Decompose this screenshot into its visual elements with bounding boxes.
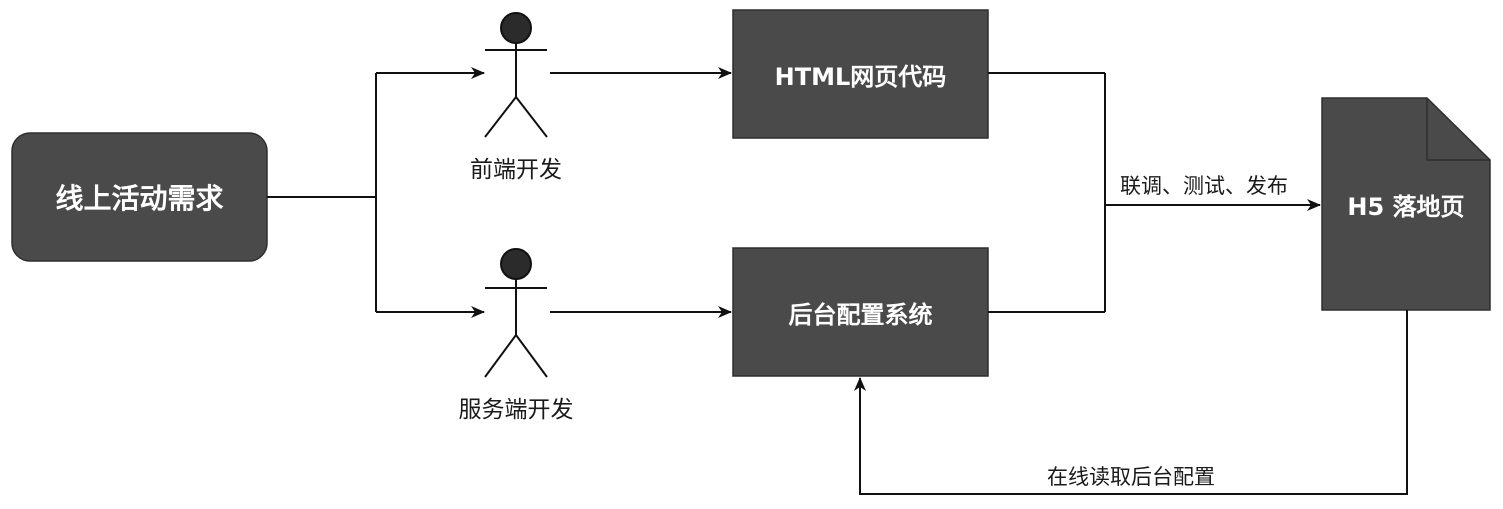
landing-page-node-label: H5 落地页 <box>1347 192 1465 221</box>
frontend-developer-icon <box>484 12 548 138</box>
html-code-node-box <box>732 9 989 139</box>
frontend-developer-label: 前端开发 <box>470 157 562 183</box>
read-config-feedback-arrow <box>854 310 1408 495</box>
landing-page-document-shape <box>1321 97 1491 311</box>
read-config-label: 在线读取后台配置 <box>1047 465 1215 489</box>
backend-developer-label: 服务端开发 <box>458 397 574 423</box>
requirement-branch-connector <box>267 67 485 318</box>
backend-system-node-label: 后台配置系统 <box>788 300 933 329</box>
requirement-node-label: 线上活动需求 <box>55 182 224 215</box>
backend-developer-icon <box>484 248 548 378</box>
backend-system-node-box <box>732 247 989 377</box>
html-code-node-label: HTML网页代码 <box>774 62 947 91</box>
integrate-test-publish-label: 联调、测试、发布 <box>1120 174 1288 198</box>
landing-page-fold <box>1426 98 1490 161</box>
merge-connector <box>988 72 1321 313</box>
